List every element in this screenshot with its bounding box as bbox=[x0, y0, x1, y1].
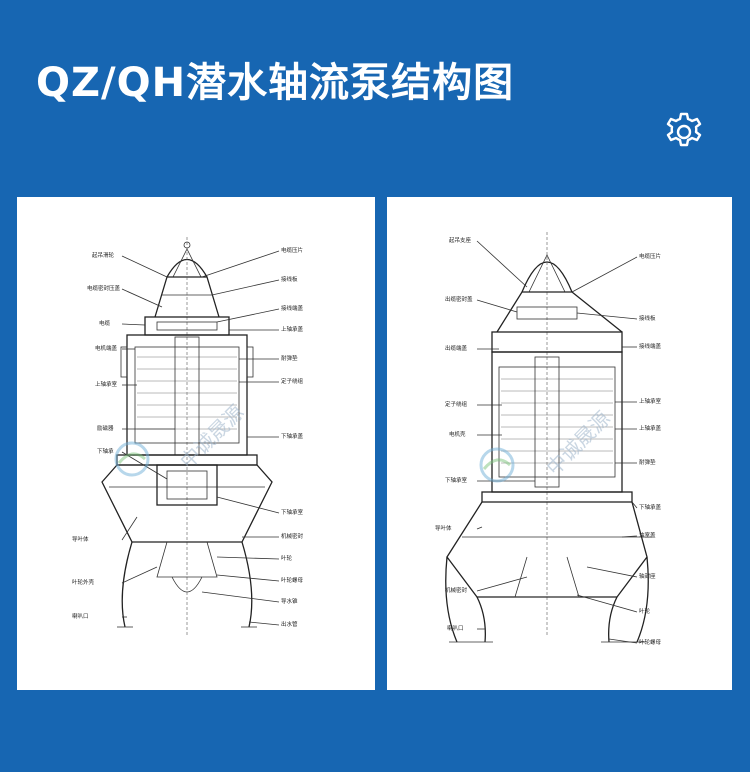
watermark-text: 中诚晟源 bbox=[541, 406, 615, 480]
r-label-left-3: 出缆端盖 bbox=[445, 344, 468, 352]
r-label-right-7: 下轴承盖 bbox=[639, 503, 662, 511]
r-label-right-10: 叶轮 bbox=[639, 607, 651, 615]
r-label-right-2: 接线板 bbox=[639, 314, 656, 322]
page-title: QZ/QH潜水轴流泵结构图 bbox=[36, 60, 515, 106]
label-left-2: 电缆密封压盖 bbox=[87, 284, 121, 292]
label-right-13: 出水管 bbox=[281, 620, 298, 628]
label-right-10: 叶轮 bbox=[281, 554, 293, 562]
r-label-right-4: 上轴承室 bbox=[639, 397, 662, 405]
r-label-right-5: 上轴承盖 bbox=[639, 424, 662, 432]
r-label-right-11: 叶轮螺母 bbox=[639, 638, 662, 646]
r-label-right-6: 耐弹垫 bbox=[639, 458, 656, 466]
label-left-7: 下轴承 bbox=[97, 447, 114, 455]
watermark-text: 中诚晟源 bbox=[175, 400, 249, 474]
label-right-4: 上轴承盖 bbox=[281, 325, 304, 333]
label-left-3: 电缆 bbox=[99, 319, 111, 327]
label-right-12: 导水锥 bbox=[281, 597, 298, 605]
label-right-2: 接线板 bbox=[281, 275, 298, 283]
r-label-right-8: 油室盖 bbox=[639, 531, 656, 539]
label-right-11: 叶轮螺母 bbox=[281, 576, 304, 584]
r-label-left-2: 出缆密封盖 bbox=[445, 295, 473, 303]
label-right-9: 机械密封 bbox=[281, 532, 304, 540]
r-label-right-1: 电缆压片 bbox=[639, 252, 661, 260]
label-left-1: 起吊滑轮 bbox=[92, 251, 115, 259]
label-left-9: 叶轮外壳 bbox=[72, 578, 95, 586]
pump-diagram-left: 起吊滑轮 电缆密封压盖 电缆 电机端盖 上轴承室 励磁器 下轴承 导叶体 叶轮外… bbox=[72, 237, 304, 637]
watermark: 中诚晟源 bbox=[479, 406, 615, 483]
label-left-5: 上轴承室 bbox=[95, 380, 118, 388]
diagram-panel-left: 起吊滑轮 电缆密封压盖 电缆 电机端盖 上轴承室 励磁器 下轴承 导叶体 叶轮外… bbox=[17, 197, 375, 690]
r-label-left-8: 机械密封 bbox=[445, 586, 468, 594]
r-label-left-6: 下轴承室 bbox=[445, 476, 468, 484]
label-right-5: 耐弹垫 bbox=[281, 354, 298, 362]
r-label-left-7: 导叶体 bbox=[435, 524, 452, 532]
label-right-6: 定子绕组 bbox=[281, 377, 304, 385]
label-left-6: 励磁器 bbox=[97, 424, 114, 432]
r-label-left-5: 电机壳 bbox=[449, 430, 466, 438]
label-right-7: 下轴承盖 bbox=[281, 432, 304, 440]
r-label-right-3: 接线端盖 bbox=[639, 342, 662, 350]
label-left-8: 导叶体 bbox=[72, 535, 89, 543]
label-right-3: 接线端盖 bbox=[281, 304, 304, 312]
label-right-8: 下轴承室 bbox=[281, 508, 304, 516]
label-left-10: 喇叭口 bbox=[72, 612, 89, 620]
gear-icon[interactable] bbox=[662, 110, 706, 154]
r-label-left-1: 起吊支座 bbox=[449, 236, 472, 244]
r-label-left-4: 定子绕组 bbox=[445, 400, 468, 408]
pump-diagram-right: 起吊支座 出缆密封盖 出缆端盖 定子绕组 电机壳 下轴承室 导叶体 机械密封 喇… bbox=[435, 232, 662, 646]
watermark: 中诚晟源 bbox=[114, 400, 249, 477]
label-right-1: 电缆压片 bbox=[281, 246, 303, 254]
label-left-4: 电机端盖 bbox=[95, 344, 118, 352]
diagram-panel-right: 起吊支座 出缆密封盖 出缆端盖 定子绕组 电机壳 下轴承室 导叶体 机械密封 喇… bbox=[387, 197, 732, 690]
r-label-right-9: 轴封座 bbox=[639, 572, 656, 580]
r-label-left-9: 喇叭口 bbox=[447, 624, 464, 632]
